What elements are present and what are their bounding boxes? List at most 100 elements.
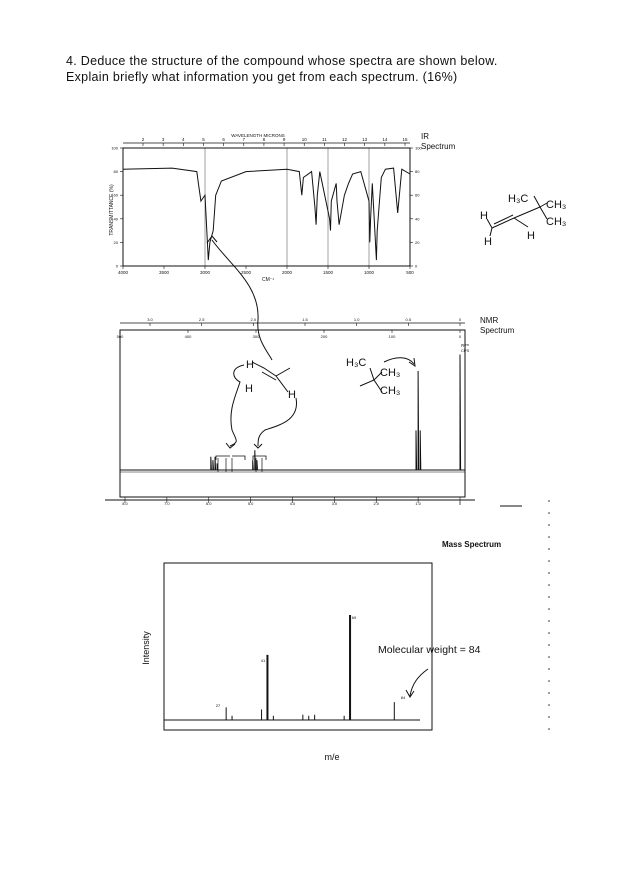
tbutyl-fragment-bonds <box>359 367 383 393</box>
ir-x-tick-label: 3500 <box>159 270 170 275</box>
nmr-hz-tick-label: 500 <box>117 334 124 339</box>
mass-title: Mass Spectrum <box>442 540 501 549</box>
ir-top-tick-label: 7 <box>243 137 246 142</box>
nmr-bottom-tick-label: 5.0 <box>248 501 254 506</box>
ir-trace <box>122 167 411 261</box>
ir-to-nmr-arrow <box>211 239 273 361</box>
vinyl-fragment-h-3: H <box>288 389 296 401</box>
nmr-bottom-tick-label: 2.0 <box>373 501 379 506</box>
nmr-label-2: Spectrum <box>480 326 515 335</box>
vinyl-fragment-bonds <box>275 367 291 393</box>
ir-top-tick-label: 6 <box>222 137 225 142</box>
vinyl-fragment-h-2: H <box>245 383 253 395</box>
ir-top-tick-label: 11 <box>322 137 327 142</box>
nmr-bottom-tick-label: 1.0 <box>415 501 421 506</box>
ir-x-tick-label: 4000 <box>118 270 129 275</box>
nmr-label: NMR <box>480 316 498 325</box>
nmr-hz-tick-label: 400 <box>185 334 192 339</box>
ir-top-tick-label: 8 <box>263 137 266 142</box>
ir-label: IR <box>421 132 429 141</box>
ir-y-tick-label: 80 <box>114 169 119 174</box>
arrow-head <box>253 443 263 449</box>
mass-peak-label: 27 <box>216 703 221 708</box>
structure-h-1: H <box>480 210 488 222</box>
vinyl-assignment-arrow <box>257 397 297 447</box>
nmr-bottom-tick-label: 4.0 <box>290 501 296 506</box>
ir-x-tick-label: 500 <box>406 270 414 275</box>
structure-bond <box>491 217 515 229</box>
ir-x-tick-label: 3000 <box>200 270 211 275</box>
ir-label-2: Spectrum <box>421 142 456 151</box>
ir-y-tick-label: 60 <box>114 193 119 198</box>
mass-peak-label: 41 <box>261 658 266 663</box>
ir-y-tick-label-right: 60 <box>415 193 420 198</box>
nmr-bottom-tick-label: 0 <box>459 501 462 506</box>
nmr-top-tick-label: 0 <box>459 317 462 322</box>
nmr-top-tick-label: 2.0 <box>251 317 257 322</box>
nmr-hz-tick-label: 200 <box>321 334 328 339</box>
mass-spectrum: Mass Spectrum Intensity m/e 27 41 69 84 … <box>141 540 501 762</box>
ir-grid <box>204 148 370 266</box>
structure-bond <box>489 227 493 237</box>
tbutyl-methyl-3: CH₃ <box>380 385 400 397</box>
mass-bars <box>225 615 395 720</box>
ir-y-tick-label: 0 <box>116 264 119 269</box>
nmr-cps-label: CPS <box>461 348 470 353</box>
ir-x-tick-label: 2000 <box>282 270 293 275</box>
ir-x-tick-label: 1500 <box>323 270 334 275</box>
nmr-trace <box>120 354 465 471</box>
question-text: 4. Deduce the structure of the compound … <box>66 53 566 85</box>
ir-top-tick-label: 13 <box>362 137 368 142</box>
ir-top-tick-label: 15 <box>402 137 408 142</box>
ir-y-tick-label: 20 <box>114 240 119 245</box>
tbutyl-assignment-arrow <box>383 357 415 365</box>
nmr-top-tick-label: 3.0 <box>147 317 153 322</box>
molecular-weight-note: Molecular weight = 84 <box>378 644 481 656</box>
nmr-bottom-tick-label: 6.0 <box>206 501 212 506</box>
ir-y-tick-label: 100 <box>111 146 118 151</box>
mass-y-axis-title: Intensity <box>141 631 151 665</box>
structure-h-2: H <box>484 236 492 248</box>
nmr-integration-bracket <box>252 455 267 460</box>
ir-x-tick-label: 2500 <box>241 270 252 275</box>
structure-bond <box>533 195 541 208</box>
structure-bond <box>513 217 529 228</box>
arrow-head <box>206 235 218 244</box>
structure-bond <box>513 206 541 219</box>
arrow-head <box>225 442 236 449</box>
ir-y-tick-label-right: 100 <box>415 146 422 151</box>
nmr-bottom-tick-label: 8.0 <box>122 501 128 506</box>
ir-top-tick-label: 10 <box>302 137 308 142</box>
structure-methyl-2: CH₃ <box>546 199 566 211</box>
ir-y-tick-label-right: 80 <box>415 169 420 174</box>
ir-y-tick-label: 40 <box>114 216 119 221</box>
nmr-bottom-tick-label: 7.0 <box>164 501 170 506</box>
structure-bond <box>539 202 548 208</box>
mass-x-axis-title: m/e <box>324 752 339 762</box>
structure-drawing: H₃C CH₃ CH₃ H H H <box>480 193 566 248</box>
mass-frame <box>163 562 433 731</box>
ir-top-tick-label: 12 <box>342 137 348 142</box>
ir-frame <box>122 147 411 267</box>
nmr-top-tick-label: 1.0 <box>354 317 360 322</box>
structure-bond <box>539 206 548 220</box>
ir-y-tick-label-right: 20 <box>415 240 420 245</box>
vinyl-fragment-bonds <box>251 361 277 377</box>
ir-top-tick-label: 14 <box>382 137 388 142</box>
nmr-hz-tick-label: 100 <box>389 334 396 339</box>
mass-peak-label: 69 <box>352 615 357 620</box>
ir-top-tick-label: 5 <box>202 137 205 142</box>
ir-x-axis-title: CM⁻¹ <box>262 277 274 283</box>
nmr-hz-tick-label: 0 <box>459 334 462 339</box>
structure-bond <box>486 218 493 229</box>
nmr-top-tick-label: 0.5 <box>406 317 412 322</box>
nmr-top-tick-label: 1.5 <box>302 317 308 322</box>
